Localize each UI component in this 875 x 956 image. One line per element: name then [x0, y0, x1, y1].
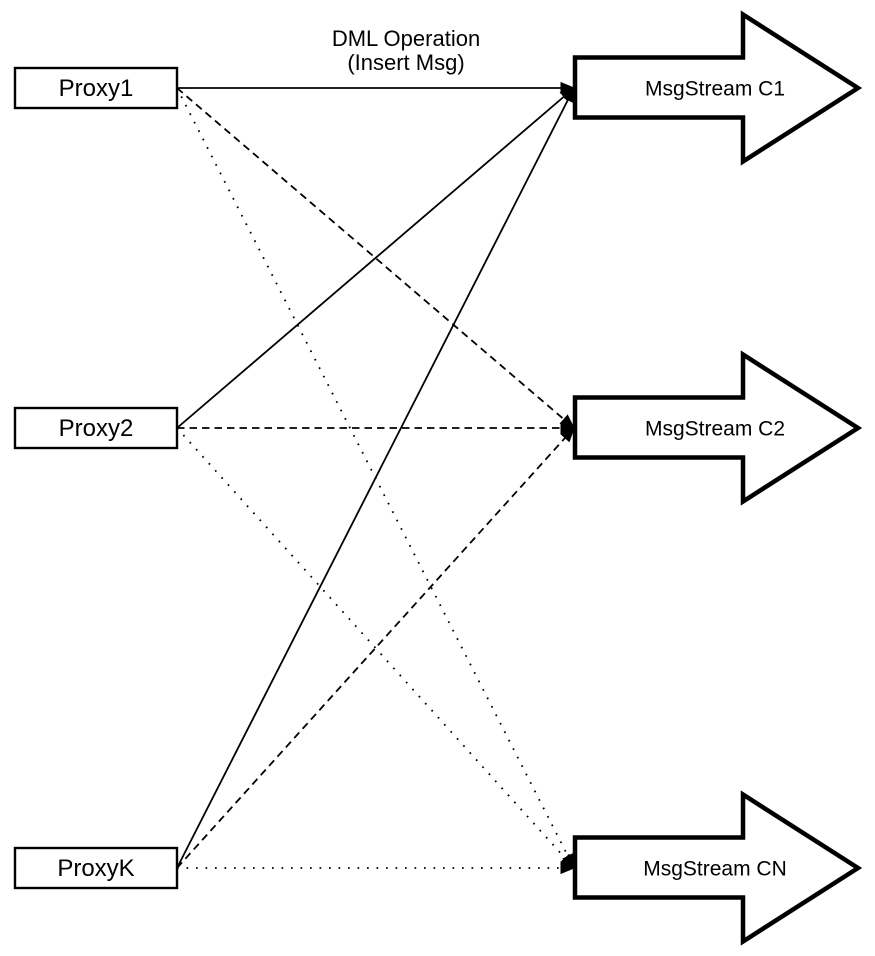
msgstream-c2-arrow-shape [572, 350, 863, 506]
proxyk-box [13, 846, 179, 890]
dml-operation-label-line2: (Insert Msg) [347, 50, 464, 75]
msgstream-c2-label: MsgStream C2 [645, 418, 785, 441]
proxyk-node: ProxyK [13, 846, 179, 890]
msgstream-c1-node: MsgStream C1 [572, 10, 863, 166]
proxy2-box [13, 406, 179, 450]
msgstream-c1-arrow-shape [572, 10, 863, 166]
proxy1-box [13, 66, 179, 110]
proxy1-node: Proxy1 [13, 66, 179, 110]
msgstream-cn-label: MsgStream CN [643, 858, 787, 881]
connection-proxy2-to-msgstream-c1-line [176, 87, 575, 429]
dml-operation-label-line1: DML Operation [332, 26, 480, 51]
msgstream-cn-node: MsgStream CN [572, 790, 863, 946]
proxy1-label: Proxy1 [59, 75, 134, 102]
connection-proxyk-to-msgstream-c1-line [176, 86, 575, 869]
proxy2-node: Proxy2 [13, 406, 179, 450]
proxy2-label: Proxy2 [59, 415, 134, 442]
msgstream-c2-node: MsgStream C2 [572, 350, 863, 506]
msgstream-c1-label: MsgStream C1 [645, 78, 785, 101]
connections-layer [176, 81, 576, 875]
connection-proxyk-to-msgstream-c2-line [176, 427, 575, 869]
proxyk-label: ProxyK [57, 855, 134, 882]
msgstream-cn-arrow-shape [572, 790, 863, 946]
